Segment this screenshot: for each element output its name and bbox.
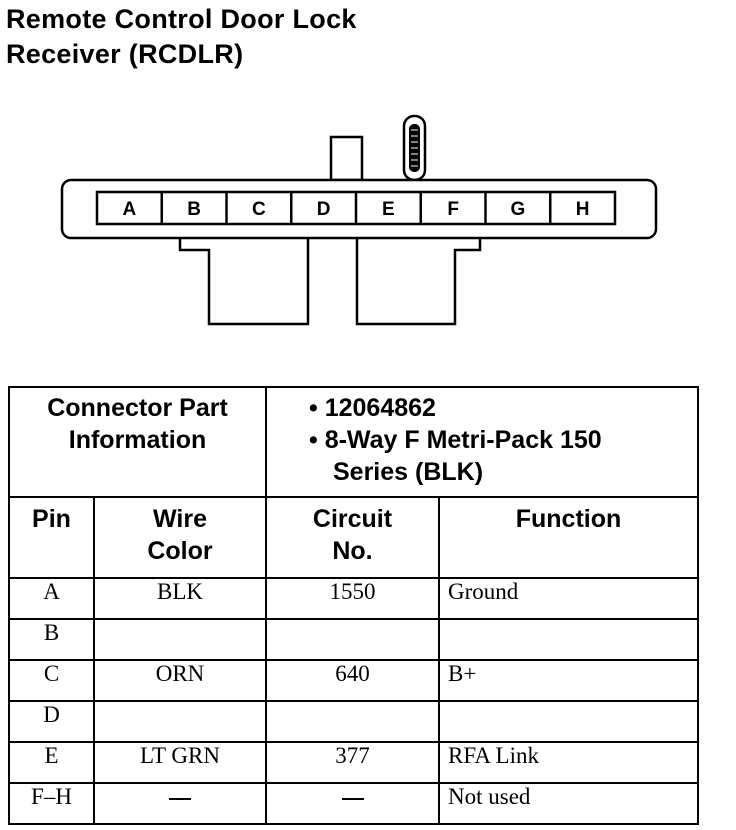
function-cell — [437, 700, 700, 743]
part-info-values: • 12064862 • 8-Way F Metri-Pack 150 Seri… — [264, 386, 700, 498]
title-line-1: Remote Control Door Lock — [6, 4, 357, 34]
pin-label-c: C — [252, 199, 266, 220]
connector-bottom-housing-left — [178, 238, 310, 326]
function-cell: Ground — [437, 577, 700, 620]
wire-color-cell: LT GRN — [93, 741, 267, 784]
circuit-cell — [265, 700, 440, 743]
pin-label-a: A — [123, 199, 137, 220]
wire-color-cell — [93, 782, 267, 825]
column-header-circuit-line-1: Circuit — [312, 505, 393, 533]
pin-cell: B — [8, 618, 95, 661]
column-header-pin-label: Pin — [32, 505, 71, 533]
table-row: F–H Not used — [8, 782, 700, 825]
not-applicable-dash — [169, 797, 191, 800]
pin-label-h: H — [576, 199, 590, 220]
connector-series: Series (BLK) — [333, 458, 484, 486]
pin-cells: A B C D E F G H — [123, 192, 590, 224]
connector-diagram: A B C D E F G H — [60, 114, 658, 326]
circuit-cell: 377 — [265, 741, 440, 784]
page-title: Remote Control Door Lock Receiver (RCDLR… — [6, 2, 357, 72]
part-info-label: Connector Part Information — [8, 386, 267, 498]
wire-color-cell: BLK — [93, 577, 267, 620]
column-header-wire-color: Wire Color — [93, 496, 267, 579]
connector-top-tab — [329, 135, 364, 182]
function-cell — [437, 618, 700, 661]
wire-color-cell: ORN — [93, 659, 267, 702]
pin-cell: D — [8, 700, 95, 743]
column-header-function-label: Function — [515, 505, 622, 533]
title-line-2: Receiver (RCDLR) — [6, 39, 244, 69]
function-cell: B+ — [437, 659, 700, 702]
pin-label-e: E — [382, 199, 395, 220]
table-row: B — [8, 618, 700, 661]
table-row: D — [8, 700, 700, 743]
column-header-pin: Pin — [8, 496, 95, 579]
circuit-cell — [265, 618, 440, 661]
part-info-label-line-2: Information — [68, 426, 207, 454]
part-info-label-line-1: Connector Part — [47, 394, 228, 422]
pin-label-g: G — [510, 199, 525, 220]
circuit-cell — [265, 782, 440, 825]
column-header-wire-line-2: Color — [147, 537, 213, 565]
column-header-function: Function — [437, 496, 700, 579]
column-header-circuit: Circuit No. — [265, 496, 440, 579]
pin-cell: C — [8, 659, 95, 702]
pin-label-b: B — [187, 199, 201, 220]
column-header-row: Pin Wire Color Circuit No. Function — [8, 496, 700, 579]
pin-label-f: F — [447, 199, 459, 220]
circuit-cell: 640 — [265, 659, 440, 702]
wire-color-cell — [93, 618, 267, 661]
wire-color-cell — [93, 700, 267, 743]
not-applicable-dash — [341, 797, 364, 800]
pin-cell: F–H — [8, 782, 95, 825]
pin-label-d: D — [317, 199, 331, 220]
column-header-circuit-line-2: No. — [332, 537, 373, 565]
pin-cell: E — [8, 741, 95, 784]
part-number: • 12064862 — [309, 394, 436, 422]
connector-bottom-housing-right — [355, 238, 482, 326]
connector-type: • 8-Way F Metri-Pack 150 — [309, 426, 602, 454]
circuit-cell: 1550 — [265, 577, 440, 620]
part-info-row: Connector Part Information • 12064862 • … — [8, 386, 700, 498]
pin-cell: A — [8, 577, 95, 620]
column-header-wire-line-1: Wire — [153, 505, 207, 533]
function-cell: Not used — [437, 782, 700, 825]
connector-info-table: Connector Part Information • 12064862 • … — [8, 386, 700, 825]
function-cell: RFA Link — [437, 741, 700, 784]
